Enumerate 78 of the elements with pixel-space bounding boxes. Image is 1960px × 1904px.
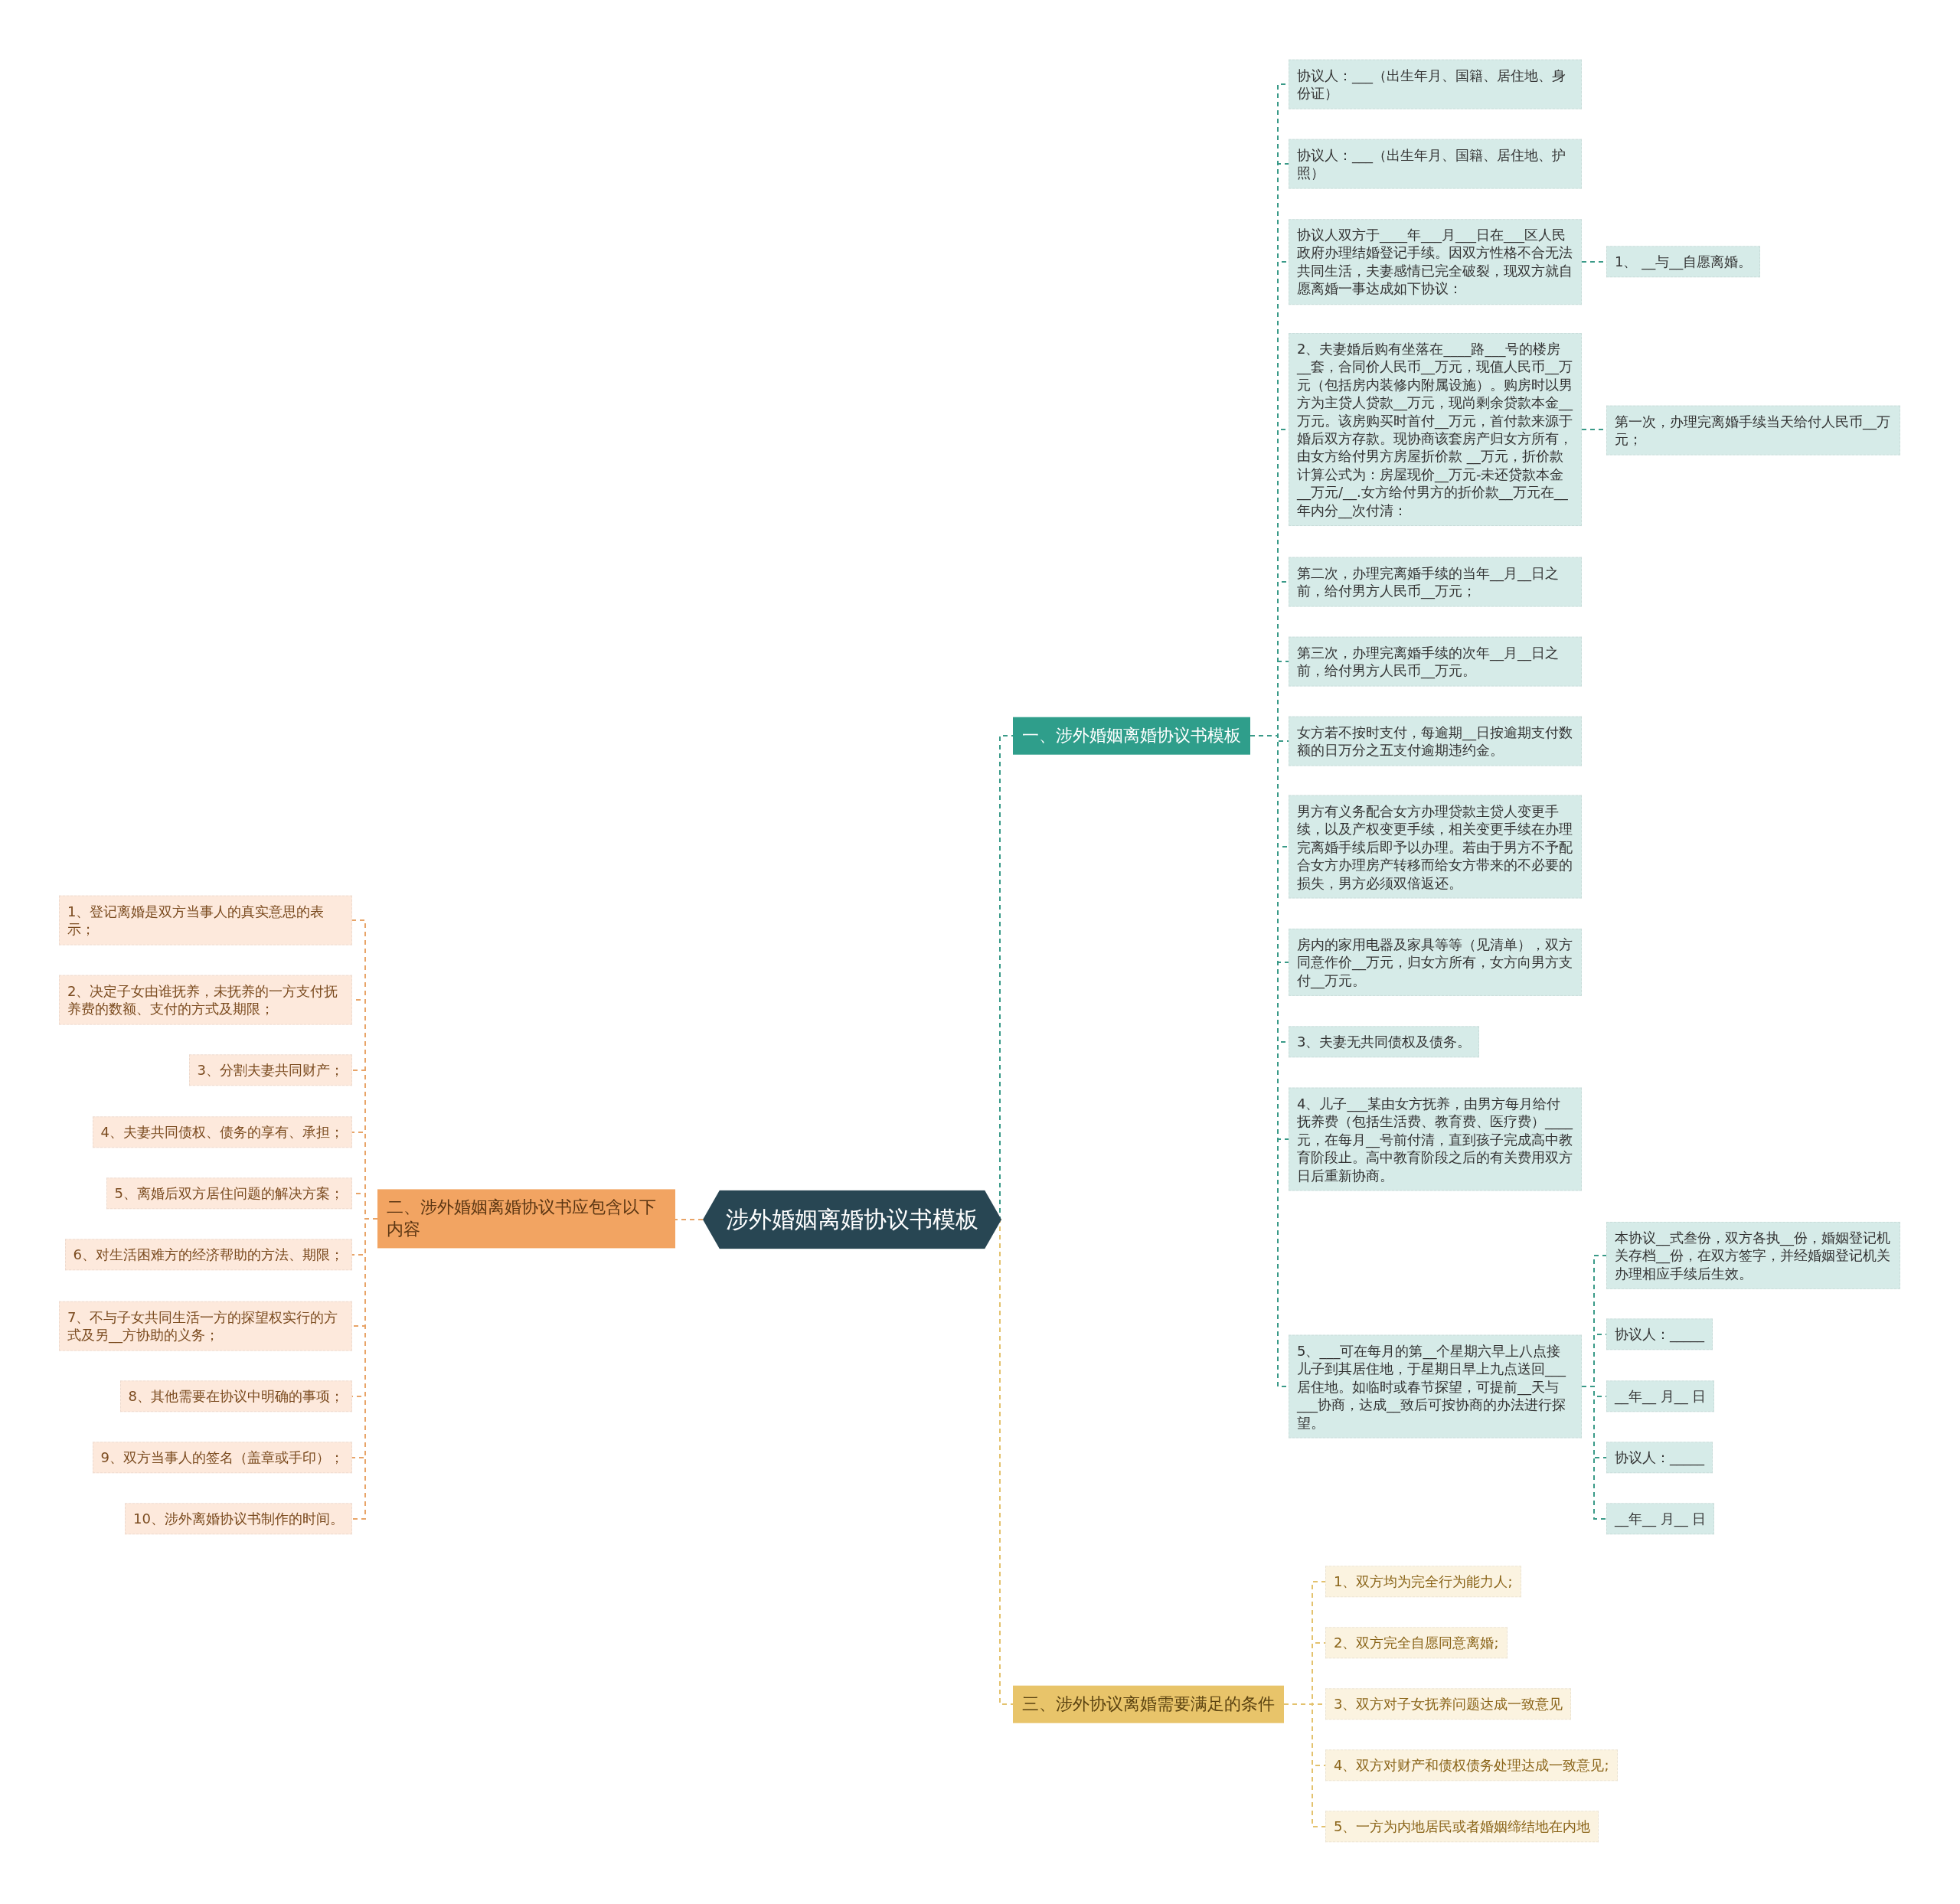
- topic-card: [125, 1503, 352, 1535]
- topic-card: [92, 1116, 352, 1148]
- topic-text: 协议人：_____: [1615, 1448, 1704, 1467]
- topic-text: 第三次，办理完离婚手续的次年__月__日之前，给付男方人民币__万元。: [1297, 643, 1560, 680]
- topic-text: 10、涉外离婚协议书制作的时间。: [133, 1510, 344, 1528]
- topic-text: 二、涉外婚姻离婚协议书应包含以下内容: [387, 1197, 657, 1240]
- topic-text: 1、 __与__自愿离婚。: [1615, 253, 1753, 271]
- topic-card: [59, 975, 352, 1025]
- topic-text: 2、夫妻婚后购有坐落在____路___号的楼房__套，合同价人民币__万元，现值人民币__万元（包括房内装修内附属设施）。购房时以男方为主贷人贷款__万元，现尚剩余贷款本金__万元。该房购买时首付__万元，首付款来源于婚后双方存款。现协商该套房产归女方所有，由女方给付男方房屋折价款 __万元，折价款计算公式为：房屋现价__万元-未还贷款本金__万元/__.女方给付男方的折价款__万元在__年内分__次付清：: [1297, 340, 1573, 519]
- topic-text: 第一次，办理完离婚手续当天给付人民币__万元；: [1615, 412, 1891, 449]
- topic-text: 男方有义务配合女方办理贷款主贷人变更手续，以及产权变更手续，相关变更手续在办理完离婚手续后即予以办理。若由于男方不予配合女方办理房产转移而给女方带来的不必要的损失，男方必须双倍返还。: [1297, 802, 1573, 892]
- topic-card: [1325, 1688, 1572, 1720]
- connector-line: [1581, 1386, 1607, 1520]
- branch-topic: [1013, 717, 1250, 755]
- topic-text: 3、夫妻无共同债权及债务。: [1297, 1033, 1472, 1051]
- topic-card: [1289, 1026, 1480, 1058]
- topic-card: [1289, 928, 1582, 997]
- topic-text: 协议人：___（出生年月、国籍、居住地、身份证）: [1297, 66, 1566, 103]
- topic-card: [1289, 139, 1582, 189]
- topic-text: 房内的家用电器及家具等等（见清单），双方同意作价__万元，归女方所有，女方向男方支付__万元。: [1297, 935, 1573, 990]
- topic-card: [1606, 1442, 1713, 1474]
- topic-card: [1325, 1749, 1618, 1782]
- central-topic: [703, 1190, 1001, 1249]
- topic-text: 协议人：___（出生年月、国籍、居住地、护照）: [1297, 145, 1566, 182]
- topic-card: [1289, 636, 1582, 687]
- topic-card: [1606, 1503, 1715, 1535]
- topic-card: [59, 1301, 352, 1351]
- topic-text: 三、涉外协议离婚需要满足的条件: [1022, 1693, 1275, 1715]
- topic-text: 5、一方为内地居民或者婚姻缔结地在内地: [1334, 1817, 1591, 1836]
- topic-text: 一、涉外婚姻离婚协议书模板: [1022, 724, 1241, 746]
- topic-card: [1606, 1380, 1715, 1412]
- topic-text: 1、登记离婚是双方当事人的真实意思的表示；: [67, 902, 325, 939]
- topic-card: [1606, 1318, 1713, 1350]
- topic-card: [64, 1239, 352, 1271]
- topic-text: 本协议__式叁份，双方各执__份，婚姻登记机关存档__份，在双方签字，并经婚姻登记机关办理相应手续后生效。: [1615, 1228, 1891, 1283]
- topic-card: [1325, 1811, 1599, 1843]
- topic-text: 5、___可在每月的第__个星期六早上八点接儿子到其居住地，于星期日早上九点送回___居住地。如临时或春节探望，可提前__天与___协商，达成__致后可按协商的办法进行探望。: [1297, 1341, 1567, 1432]
- connector-line: [1283, 1703, 1326, 1827]
- topic-card: [1289, 1087, 1582, 1191]
- topic-card: [1289, 1334, 1582, 1439]
- topic-card: [1289, 716, 1582, 766]
- topic-text: 1、双方均为完全行为能力人;: [1334, 1573, 1513, 1591]
- topic-text: 3、分割夫妻共同财产；: [197, 1061, 344, 1079]
- topic-card: [1325, 1566, 1521, 1598]
- topic-text: 7、不与子女共同生活一方的探望权实行的方式及另__方协助的义务；: [67, 1308, 339, 1344]
- topic-text: 3、双方对子女抚养问题达成一致意见: [1334, 1695, 1563, 1713]
- topic-text: 4、夫妻共同债权、债务的享有、承担；: [100, 1123, 344, 1141]
- branch-topic: [377, 1189, 675, 1249]
- topic-text: 2、决定子女由谁抚养，未抚养的一方支付抚养费的数额、支付的方式及期限；: [67, 981, 339, 1018]
- connector-line: [675, 1219, 704, 1220]
- topic-card: [92, 1442, 352, 1474]
- topic-text: 2、双方完全自愿同意离婚;: [1334, 1634, 1499, 1652]
- topic-text: 8、其他需要在协议中明确的事项；: [128, 1387, 344, 1406]
- topic-card: [119, 1380, 352, 1412]
- topic-text: 涉外婚姻离婚协议书模板: [726, 1204, 978, 1234]
- topic-text: __年__ 月__ 日: [1615, 1510, 1707, 1528]
- topic-card: [1289, 795, 1582, 899]
- topic-card: [1606, 1221, 1900, 1290]
- topic-card: [106, 1177, 352, 1210]
- topic-card: [188, 1054, 352, 1086]
- topic-text: 9、双方当事人的签名（盖章或手印）；: [100, 1448, 344, 1467]
- topic-card: [1606, 405, 1900, 456]
- topic-text: __年__ 月__ 日: [1615, 1387, 1707, 1406]
- topic-text: 4、儿子___某由女方抚养，由男方每月给付抚养费（包括生活费、教育费、医疗费）____元，在每月__号前付清，直到孩子完成高中教育阶段止。高中教育阶段之后的有关费用双方日后重新协商。: [1297, 1094, 1573, 1184]
- topic-text: 协议人双方于____年___月___日在___区人民政府办理结婚登记手续。因双方性格不合无法共同生活，夫妻感情已完全破裂，现双方就自愿离婚一事达成如下协议：: [1297, 226, 1573, 298]
- topic-text: 协议人：_____: [1615, 1325, 1704, 1344]
- topic-card: [1325, 1627, 1508, 1659]
- topic-card: [1289, 557, 1582, 607]
- topic-card: [1606, 246, 1761, 278]
- topic-card: [59, 895, 352, 945]
- topic-text: 第二次，办理完离婚手续的当年__月__日之前，给付男方人民币__万元；: [1297, 563, 1560, 600]
- topic-card: [1289, 59, 1582, 109]
- topic-card: [1289, 219, 1582, 305]
- topic-text: 4、双方对财产和债权债务处理达成一致意见;: [1334, 1756, 1609, 1775]
- topic-text: 女方若不按时支付，每逾期__日按逾期支付数额的日万分之五支付逾期违约金。: [1297, 723, 1573, 759]
- topic-text: 6、对生活困难方的经济帮助的方法、期限；: [73, 1246, 344, 1264]
- branch-topic: [1013, 1685, 1284, 1723]
- topic-text: 5、离婚后双方居住问题的解决方案；: [114, 1184, 344, 1203]
